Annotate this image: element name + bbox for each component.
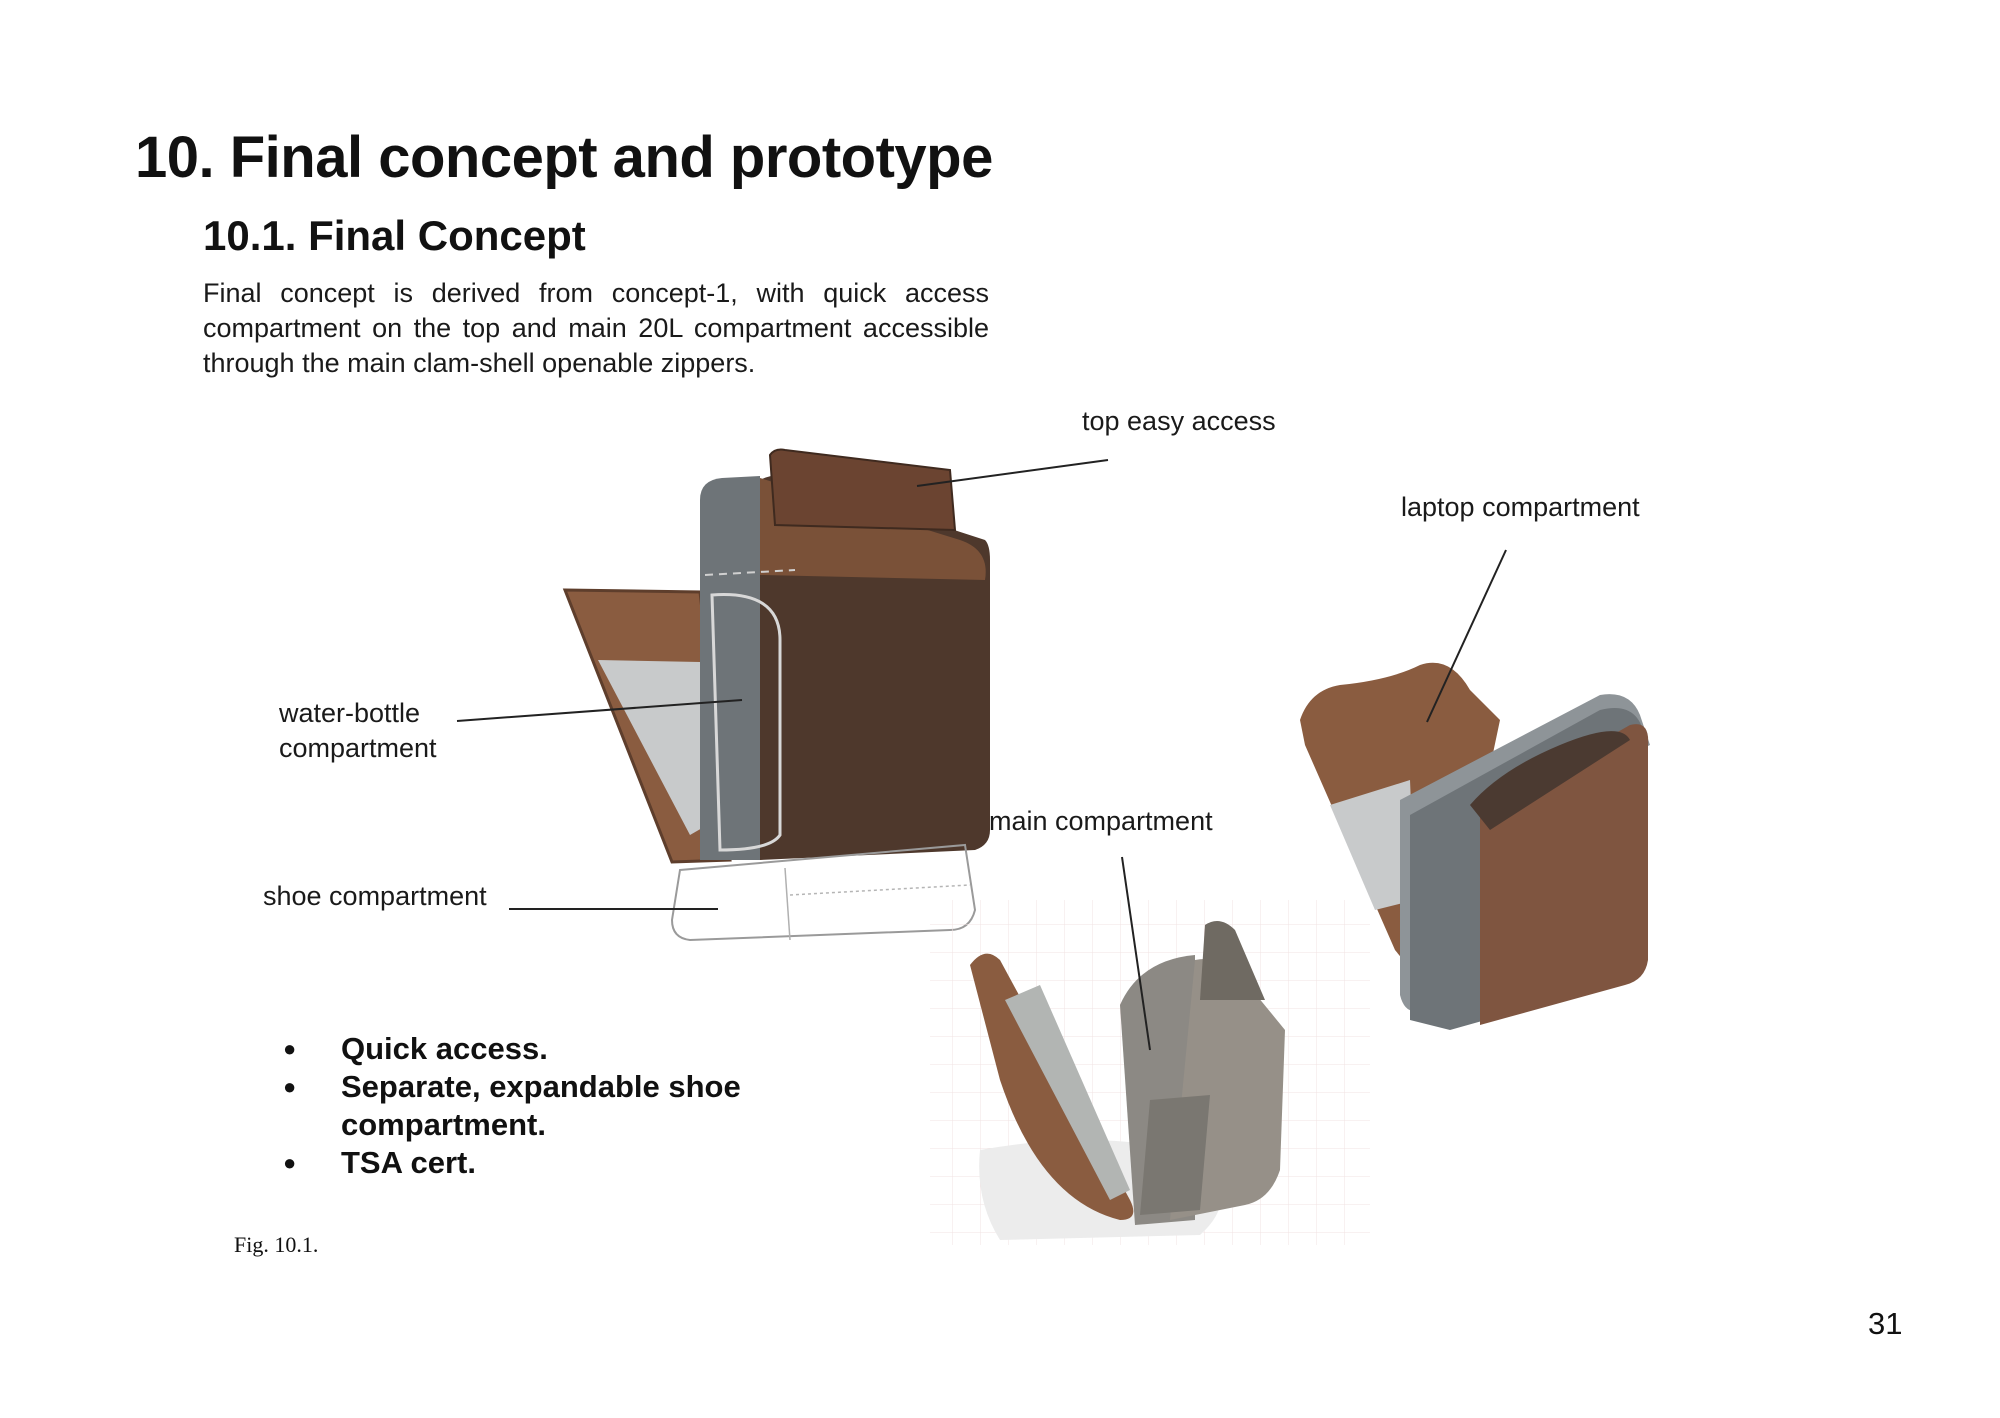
leader-lines [456,459,1507,1051]
label-main-compartment: main compartment [989,806,1213,836]
label-shoe-compartment: shoe compartment [263,881,487,911]
bag-render-upright [562,448,990,942]
feature-item: Quick access. [283,1030,761,1068]
section-heading: 10.1. Final Concept [203,212,586,259]
bag-render-main [930,900,1370,1245]
intro-paragraph: Final concept is derived from concept-1,… [203,278,989,378]
feature-item: Separate, expandable shoe compartment. [283,1068,761,1144]
feature-list: Quick access. Separate, expandable shoe … [283,1030,761,1182]
feature-item: TSA cert. [283,1144,761,1182]
bag-render-laptop [1300,662,1650,1030]
label-water-line1: water-bottle [279,698,421,728]
page-number: 31 [1868,1306,1903,1341]
label-water-line2: compartment [279,733,437,763]
label-top-easy-access: top easy access [1082,406,1276,436]
page-heading: 10. Final concept and prototype [135,125,993,190]
label-laptop-compartment: laptop compartment [1401,492,1640,522]
figure-caption: Fig. 10.1. [234,1232,319,1257]
label-water-bottle-compartment: water-bottle compartment [279,696,437,766]
